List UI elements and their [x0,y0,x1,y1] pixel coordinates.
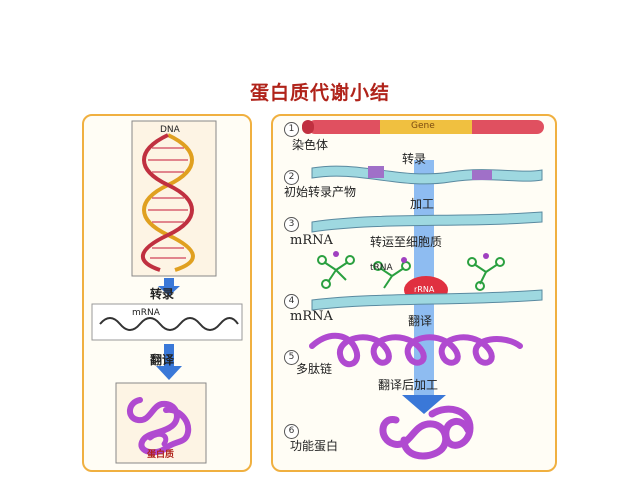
functional-protein-icon [379,405,474,460]
mature-mrna-icon [311,211,543,233]
translating-mrna-icon [311,289,543,311]
mrna-label: mRNA [132,308,160,318]
gene-label: Gene [411,121,435,131]
post-translation-label: 翻译后加工 [378,378,439,392]
trna-icon [317,255,355,289]
mrna-wave-icon [99,317,239,331]
chromosome-icon [302,120,544,134]
step-number: 1 [284,122,299,137]
step-number: 4 [284,294,299,309]
dna-label: DNA [160,125,180,135]
transcription-process-label: 转录 [402,152,427,166]
trna-icon [373,261,411,289]
step-label-polypeptide: 多肽链 [296,362,333,376]
down-arrow-icon [158,278,180,296]
protein-label: 蛋白质 [147,450,175,460]
step-number: 5 [284,350,299,365]
step-number: 6 [284,424,299,439]
translation-process-label: 翻译 [408,314,433,328]
folded-protein-icon [127,397,192,456]
trna-icon [467,257,505,291]
transport-label: 转运至细胞质 [370,235,443,249]
trna-label: tRNA [370,263,393,273]
down-arrow-icon [156,344,182,380]
step-label-mrna: mRNA [290,233,333,248]
polypeptide-chain-icon [309,333,523,367]
step-label-functional-protein: 功能蛋白 [290,439,339,453]
processing-label: 加工 [410,197,435,211]
transcription-label: 转录 [150,287,175,301]
dna-helix-icon [140,133,195,272]
step-number: 3 [284,217,299,232]
step-number: 2 [284,170,299,185]
page-title: 蛋白质代谢小结 [249,82,390,104]
step-label-chromosome: 染色体 [292,138,329,152]
step-label-primary-transcript: 初始转录产物 [284,185,357,199]
translation-label: 翻译 [150,353,175,367]
mrna-box [91,303,243,341]
rrna-label: rRNA [414,285,435,294]
step-label-mrna-translating: mRNA [290,309,333,324]
